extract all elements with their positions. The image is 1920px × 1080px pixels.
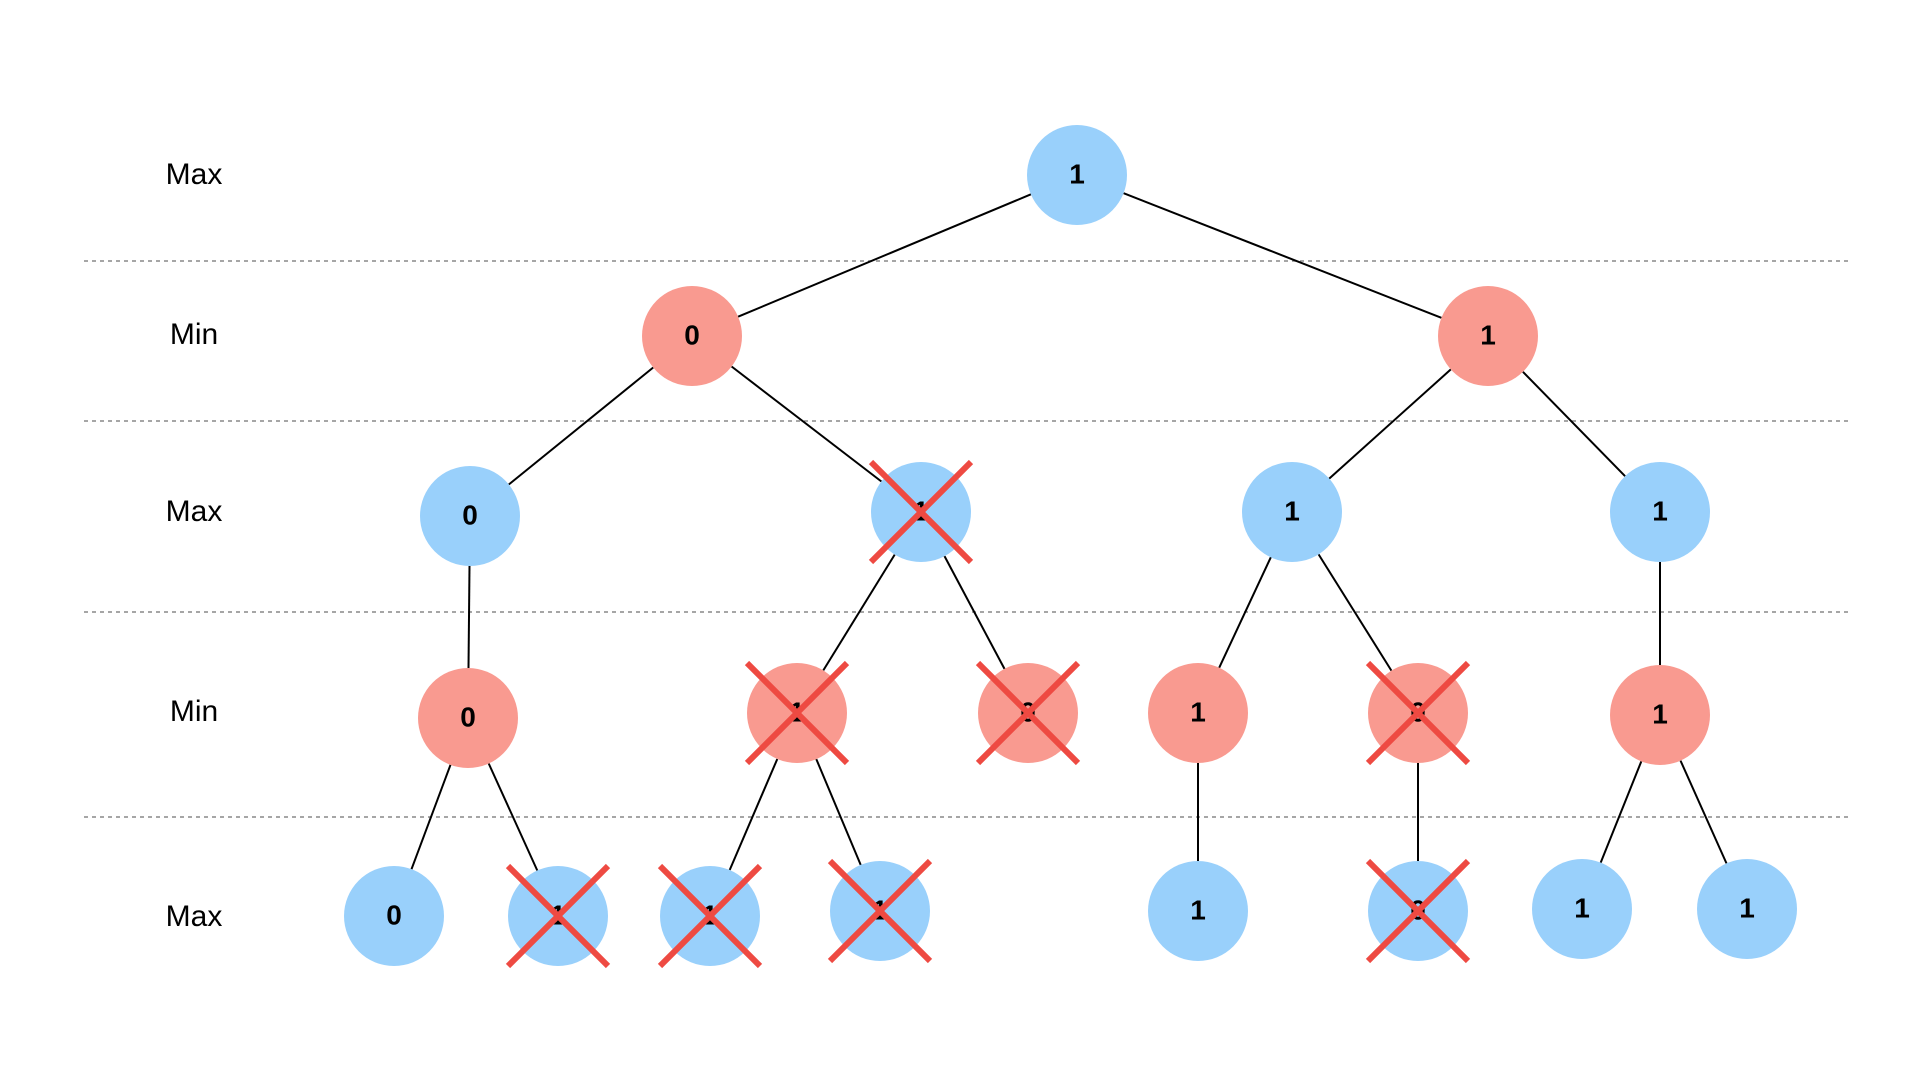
level-label-max: Max	[166, 158, 223, 191]
tree-edge	[737, 193, 1032, 318]
max-node: 1	[1697, 859, 1797, 959]
level-label-max: Max	[166, 900, 223, 933]
node-circle	[344, 866, 444, 966]
tree-edge	[410, 764, 452, 870]
node-value: 0	[462, 499, 478, 530]
pruned-cross-stroke	[868, 459, 974, 565]
min-node: 0	[418, 668, 518, 768]
tree-edge	[822, 554, 896, 671]
max-node: 1	[1027, 125, 1127, 225]
node-circle	[1438, 286, 1538, 386]
tree-edge	[730, 365, 883, 483]
pruned-cross-stroke	[505, 863, 611, 969]
level-dividers	[84, 260, 1850, 818]
node-value: 1	[1652, 698, 1668, 729]
max-node: 1	[1242, 462, 1342, 562]
node-value: 0	[684, 319, 700, 350]
node-value: 0	[386, 899, 402, 930]
pruned-cross-stroke	[827, 858, 933, 964]
tree-nodes: 101011101010101111011	[344, 125, 1797, 969]
max-node: 0	[420, 466, 520, 566]
node-circle	[1148, 663, 1248, 763]
node-circle	[1610, 462, 1710, 562]
tree-edge	[487, 763, 539, 871]
max-node: 1	[1610, 462, 1710, 562]
tree-edge	[1522, 371, 1626, 477]
level-label-min: Min	[170, 318, 218, 351]
node-circle	[642, 286, 742, 386]
pruned-cross-icon	[744, 660, 850, 766]
max-node: 1	[1532, 859, 1632, 959]
node-circle	[1532, 859, 1632, 959]
pruned-cross-icon	[975, 660, 1081, 766]
max-node-pruned: 0	[1365, 858, 1471, 964]
tree-edge	[467, 565, 471, 669]
tree-edge	[1317, 553, 1393, 672]
node-value: 1	[1069, 158, 1085, 189]
level-label-max: Max	[166, 495, 223, 528]
tree-edge	[815, 758, 862, 866]
node-value: 1	[1284, 495, 1300, 526]
tree-edge	[1599, 761, 1643, 863]
pruned-cross-icon	[827, 858, 933, 964]
min-node-pruned: 0	[1365, 660, 1471, 766]
tree-edge	[1218, 556, 1272, 669]
pruned-cross-icon	[505, 863, 611, 969]
node-circle	[1610, 665, 1710, 765]
min-node: 1	[1438, 286, 1538, 386]
level-labels: Max Min Max Min Max	[166, 158, 223, 933]
max-node-pruned: 1	[868, 459, 974, 565]
max-node-pruned: 1	[657, 863, 763, 969]
tree-edge	[728, 758, 779, 871]
node-circle	[1148, 861, 1248, 961]
node-circle	[418, 668, 518, 768]
max-node-pruned: 1	[505, 863, 611, 969]
max-node: 1	[1148, 861, 1248, 961]
node-value: 1	[1652, 495, 1668, 526]
max-node: 0	[344, 866, 444, 966]
pruned-cross-icon	[1365, 858, 1471, 964]
node-value: 1	[1574, 892, 1590, 923]
min-node-pruned: 1	[744, 660, 850, 766]
min-node: 1	[1610, 665, 1710, 765]
node-circle	[1697, 859, 1797, 959]
tree-edge	[1123, 192, 1442, 319]
tree-edge	[943, 555, 1006, 670]
node-circle	[1242, 462, 1342, 562]
pruned-cross-stroke	[975, 660, 1081, 766]
pruned-cross-stroke	[744, 660, 850, 766]
node-value: 1	[1190, 696, 1206, 727]
tree-edge	[1328, 368, 1452, 480]
node-circle	[1027, 125, 1127, 225]
pruned-cross-icon	[657, 863, 763, 969]
tree-edge	[1679, 760, 1728, 864]
min-node-pruned: 0	[975, 660, 1081, 766]
tree-edges	[410, 192, 1728, 871]
max-node-pruned: 1	[827, 858, 933, 964]
node-circle	[420, 466, 520, 566]
level-label-min: Min	[170, 695, 218, 728]
pruned-cross-stroke	[1365, 858, 1471, 964]
node-value: 1	[1190, 894, 1206, 925]
node-value: 1	[1480, 319, 1496, 350]
min-node: 0	[642, 286, 742, 386]
pruned-cross-icon	[1365, 660, 1471, 766]
tree-edge	[508, 366, 654, 486]
min-node: 1	[1148, 663, 1248, 763]
pruned-cross-icon	[868, 459, 974, 565]
pruned-cross-stroke	[1365, 660, 1471, 766]
pruned-cross-stroke	[657, 863, 763, 969]
node-value: 0	[460, 701, 476, 732]
node-value: 1	[1739, 892, 1755, 923]
